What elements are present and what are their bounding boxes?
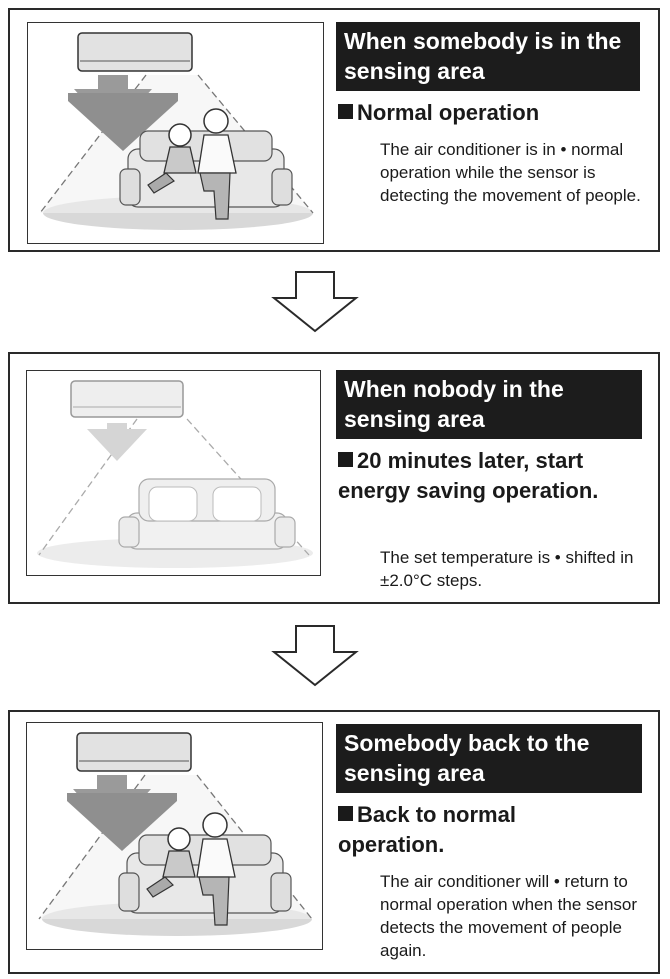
illustration-people-return xyxy=(26,722,323,950)
step-heading: 20 minutes later, start energy saving op… xyxy=(338,448,599,503)
step-description: The set temperature is • shifted in ±2.0… xyxy=(380,548,634,590)
air-conditioner-icon xyxy=(77,32,193,72)
step-panel-1: When somebody is in the sensing area Nor… xyxy=(8,8,660,252)
step-description: The air conditioner will • return to nor… xyxy=(380,872,638,960)
black-square-icon xyxy=(338,806,353,821)
step-heading: Normal operation xyxy=(338,98,648,128)
step-title: When somebody is in the sensing area xyxy=(336,22,640,91)
step-panel-2: When nobody in the sensing area 20 minut… xyxy=(8,352,660,604)
down-arrow-icon xyxy=(271,271,359,333)
air-conditioner-icon xyxy=(70,380,184,418)
illustration-nobody-present xyxy=(26,370,321,576)
step-title: When nobody in the sensing area xyxy=(336,370,642,439)
black-square-icon xyxy=(338,104,353,119)
illustration-people-present xyxy=(27,22,324,244)
air-conditioner-icon xyxy=(76,732,192,772)
step-panel-3: Somebody back to the sensing area Back t… xyxy=(8,710,660,974)
down-arrow-icon xyxy=(271,625,359,687)
step-heading: Back to normal operation. xyxy=(338,802,516,857)
step-description: The air conditioner is in • normal opera… xyxy=(380,140,641,205)
step-title: Somebody back to the sensing area xyxy=(336,724,642,793)
black-square-icon xyxy=(338,452,353,467)
